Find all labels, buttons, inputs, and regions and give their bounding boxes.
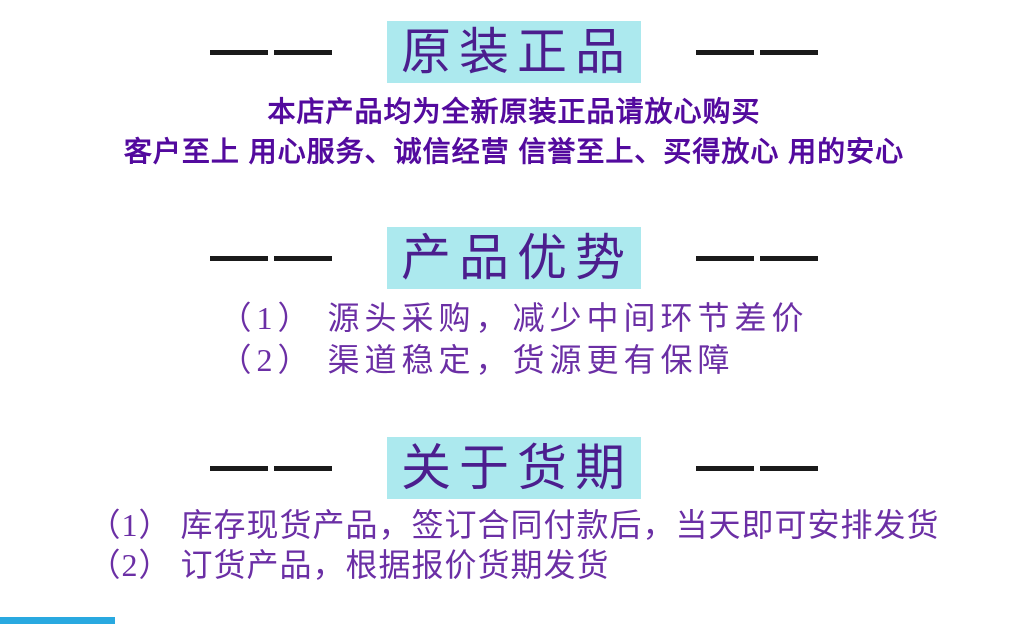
divider-dash-left [210, 465, 332, 471]
dash-bar [760, 465, 818, 471]
dash-bar [210, 465, 268, 471]
divider-dash-right [696, 49, 818, 55]
dash-bar [696, 465, 754, 471]
section-title: 关于货期 [387, 437, 641, 499]
dash-bar [760, 49, 818, 55]
section-header: 关于货期 [0, 437, 1028, 499]
dash-bar [274, 465, 332, 471]
dash-bar [274, 255, 332, 261]
section-title: 原装正品 [387, 21, 641, 83]
dash-bar [696, 49, 754, 55]
section-title: 产品优势 [387, 227, 641, 289]
section-header: 产品优势 [0, 227, 1028, 289]
numbered-list-item: （1） 库存现货产品，签订合同付款后，当天即可安排发货 [88, 507, 940, 543]
dash-bar [696, 255, 754, 261]
numbered-list-item: （2） 订货产品，根据报价货期发货 [88, 547, 610, 583]
divider-dash-right [696, 255, 818, 261]
section-body: 本店产品均为全新原装正品请放心购买 客户至上 用心服务、诚信经营 信誉至上、买得… [0, 92, 1028, 172]
section-product-advantages: 产品优势 （1） 源头采购，减少中间环节差价 （2） 渠道稳定，货源更有保障 [0, 227, 1028, 381]
dash-bar [760, 255, 818, 261]
section-authentic-product: 原装正品 本店产品均为全新原装正品请放心购买 客户至上 用心服务、诚信经营 信誉… [0, 21, 1028, 172]
bottom-blue-strip [0, 617, 115, 624]
section-body: （1） 库存现货产品，签订合同付款后，当天即可安排发货 （2） 订货产品，根据报… [88, 505, 939, 585]
dash-bar [274, 49, 332, 55]
section-header: 原装正品 [0, 21, 1028, 83]
section-delivery-time: 关于货期 （1） 库存现货产品，签订合同付款后，当天即可安排发货 （2） 订货产… [0, 437, 1028, 585]
section-text-line: 本店产品均为全新原装正品请放心购买 [267, 96, 761, 127]
divider-dash-left [210, 49, 332, 55]
divider-dash-left [210, 255, 332, 261]
dash-bar [210, 49, 268, 55]
section-text-line: 客户至上 用心服务、诚信经营 信誉至上、买得放心 用的安心 [123, 136, 905, 167]
section-body: （1） 源头采购，减少中间环节差价 （2） 渠道稳定，货源更有保障 [219, 297, 808, 381]
divider-dash-right [696, 465, 818, 471]
numbered-list-item: （2） 渠道稳定，货源更有保障 [219, 342, 735, 378]
numbered-list-item: （1） 源头采购，减少中间环节差价 [219, 300, 809, 336]
dash-bar [210, 255, 268, 261]
